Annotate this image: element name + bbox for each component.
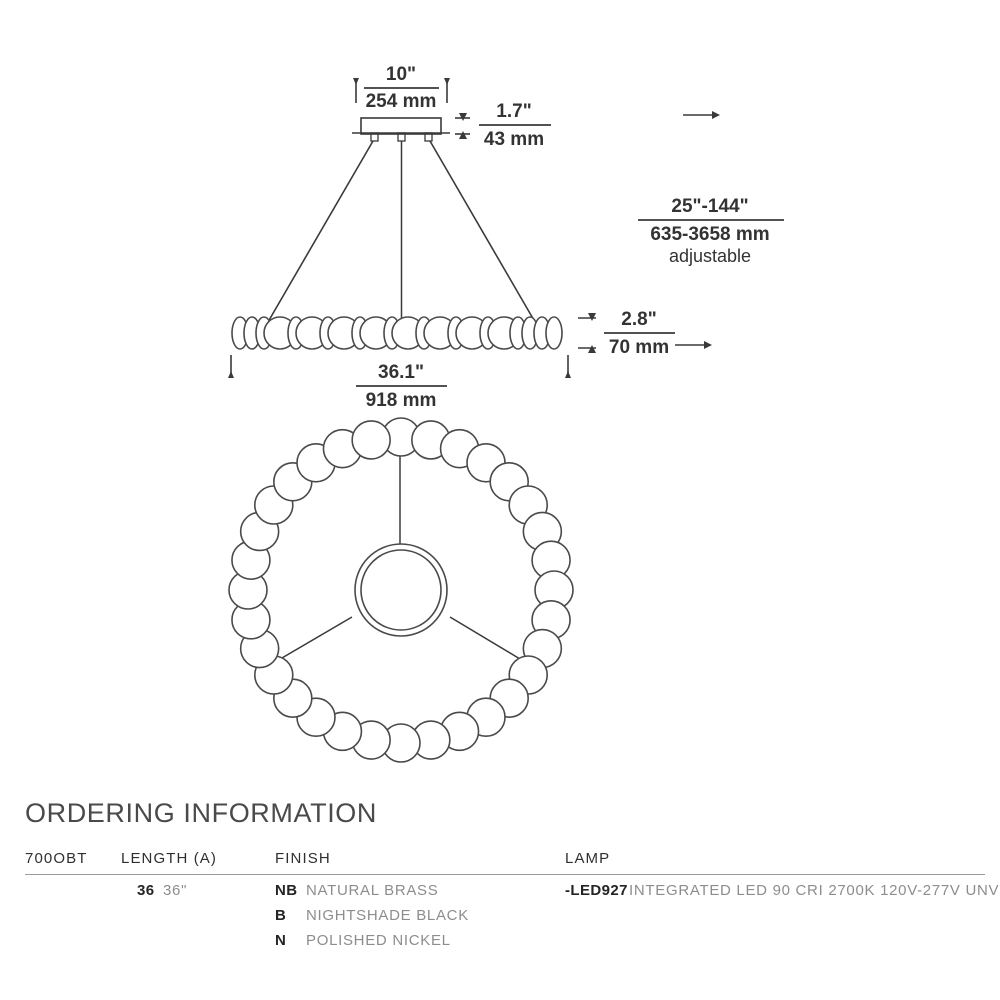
lamp-option-code: -LED927 <box>565 882 628 899</box>
ordering-information-title: ORDERING INFORMATION <box>25 798 377 828</box>
plan-view <box>228 417 574 763</box>
length-option-desc: 36" <box>163 882 188 899</box>
product-technical-drawing: 10" 254 mm 1.7" 43 mm 25"-144" 635-3658 … <box>228 64 784 763</box>
plan-bead <box>351 420 391 460</box>
dimension-fixture-depth: 2.8" 70 mm <box>578 309 675 358</box>
canopy <box>360 117 442 135</box>
canopy-width-metric: 254 mm <box>366 91 437 112</box>
column-header-length: LENGTH (A) <box>121 850 218 867</box>
beaded-ring-plan <box>228 417 574 763</box>
canopy-width-imperial: 10" <box>386 64 416 85</box>
finish-option-desc: NIGHTSHADE BLACK <box>306 907 469 924</box>
column-header-sku: 700OBT <box>25 850 88 867</box>
canopy-height-imperial: 1.7" <box>496 101 531 122</box>
dimension-canopy-width: 10" 254 mm <box>353 64 450 112</box>
suspension-cables <box>267 140 536 323</box>
ordering-table: 700OBT LENGTH (A) FINISH LAMP 36 36" NB … <box>25 850 999 949</box>
drop-note: adjustable <box>669 246 751 266</box>
header-divider-rule <box>25 874 985 875</box>
plan-spokes <box>269 443 531 666</box>
ordering-table-header-row: 700OBT LENGTH (A) FINISH LAMP <box>25 850 985 875</box>
finish-option-desc: NATURAL BRASS <box>306 882 439 899</box>
drop-imperial: 25"-144" <box>671 196 748 217</box>
dimension-canopy-height: 1.7" 43 mm <box>455 101 551 150</box>
column-header-lamp: LAMP <box>565 850 611 867</box>
table-row: B NIGHTSHADE BLACK <box>25 907 985 932</box>
fixture-diameter-imperial: 36.1" <box>378 362 424 383</box>
fixture-depth-metric: 70 mm <box>609 337 669 358</box>
lamp-option-desc: INTEGRATED LED 90 CRI 2700K 120V-277V UN… <box>629 882 1000 899</box>
elevation-view <box>231 117 563 350</box>
finish-option-desc: POLISHED NICKEL <box>306 932 451 949</box>
beaded-ring-elevation <box>231 316 563 350</box>
finish-option-code: N <box>275 932 287 949</box>
fixture-diameter-metric: 918 mm <box>366 390 437 411</box>
fixture-depth-imperial: 2.8" <box>621 309 656 330</box>
table-row: N POLISHED NICKEL <box>25 932 985 957</box>
table-row: 36 36" NB NATURAL BRASS -LED927 INTEGRAT… <box>25 882 999 907</box>
cable-left <box>267 140 374 323</box>
plan-center-hub <box>354 543 448 637</box>
column-header-finish: FINISH <box>275 850 331 867</box>
length-option-code: 36 <box>137 882 155 899</box>
dimension-fixture-diameter: 36.1" 918 mm <box>228 355 571 411</box>
drop-metric: 635-3658 mm <box>650 224 769 245</box>
ordering-information-section: ORDERING INFORMATION 700OBT LENGTH (A) F… <box>0 780 1000 1000</box>
finish-option-code: B <box>275 907 287 924</box>
canopy-height-metric: 43 mm <box>484 129 544 150</box>
cable-right <box>429 140 536 323</box>
ordering-table-body: 36 36" NB NATURAL BRASS -LED927 INTEGRAT… <box>25 882 999 957</box>
finish-option-code: NB <box>275 882 298 899</box>
dimension-drop-range: 25"-144" 635-3658 mm adjustable <box>638 111 784 349</box>
